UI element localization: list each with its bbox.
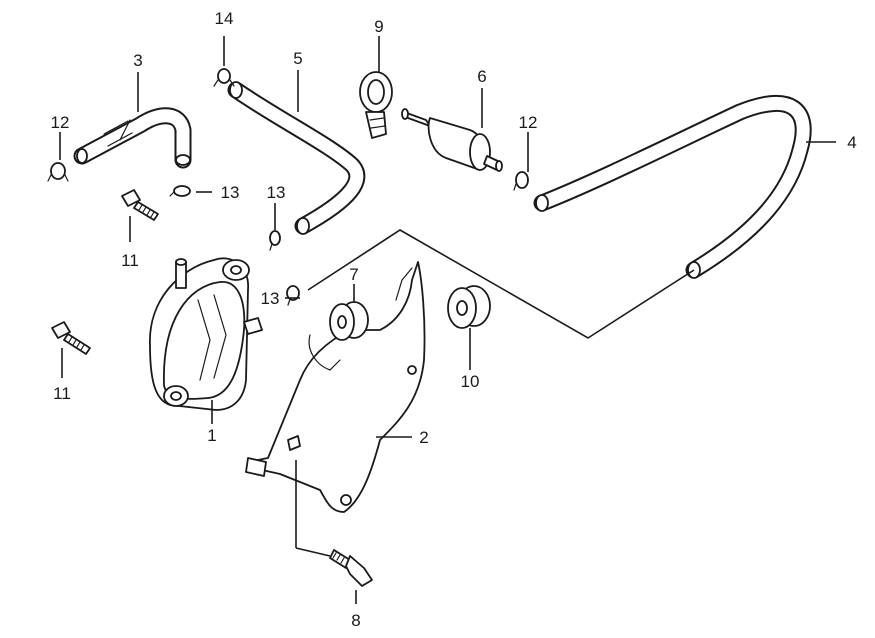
part-6-fuel-filter [401, 108, 503, 172]
part-3-elbow-hose [73, 107, 192, 169]
part-10-grommet [447, 285, 491, 329]
part-11-bolt-lower [51, 321, 91, 355]
callout-10: 10 [461, 372, 480, 391]
clip-12-right [513, 171, 529, 191]
part-8-bolt [329, 549, 373, 587]
clip-14 [213, 68, 235, 87]
callout-11-lower: 11 [53, 384, 71, 403]
callout-6: 6 [477, 67, 486, 86]
callout-9: 9 [374, 17, 383, 36]
callout-4: 4 [847, 133, 856, 152]
part-11-bolt-upper [121, 189, 159, 221]
clip-12-left [47, 162, 69, 182]
callout-1: 1 [207, 426, 216, 445]
callout-3: 3 [133, 51, 142, 70]
callout-12-right: 12 [519, 113, 538, 132]
part-9-clip [359, 71, 393, 139]
callout-12-left: 12 [51, 113, 70, 132]
callout-14: 14 [215, 9, 234, 28]
part-1-fuel-pump [149, 257, 263, 411]
part-2-bracket [245, 261, 426, 513]
part-4-fuel-hose [533, 95, 812, 279]
leader-lines [59, 36, 836, 604]
callout-7: 7 [349, 265, 358, 284]
callout-13-middle: 13 [267, 183, 286, 202]
part-7-grommet [329, 301, 369, 341]
clip-13-upper [169, 185, 191, 197]
callout-13-lower: 13 [261, 289, 280, 308]
callout-5: 5 [293, 49, 302, 68]
callout-8: 8 [351, 611, 360, 630]
callout-2: 2 [419, 428, 428, 447]
callout-13-upper: 13 [221, 183, 240, 202]
callout-labels: 14 9 5 3 6 12 12 4 13 13 13 11 11 7 10 1… [51, 9, 857, 630]
part-5-fuel-hose [227, 81, 366, 235]
callout-11-upper: 11 [121, 251, 139, 270]
clip-13-lower [286, 285, 300, 306]
clip-13-middle [269, 230, 281, 251]
